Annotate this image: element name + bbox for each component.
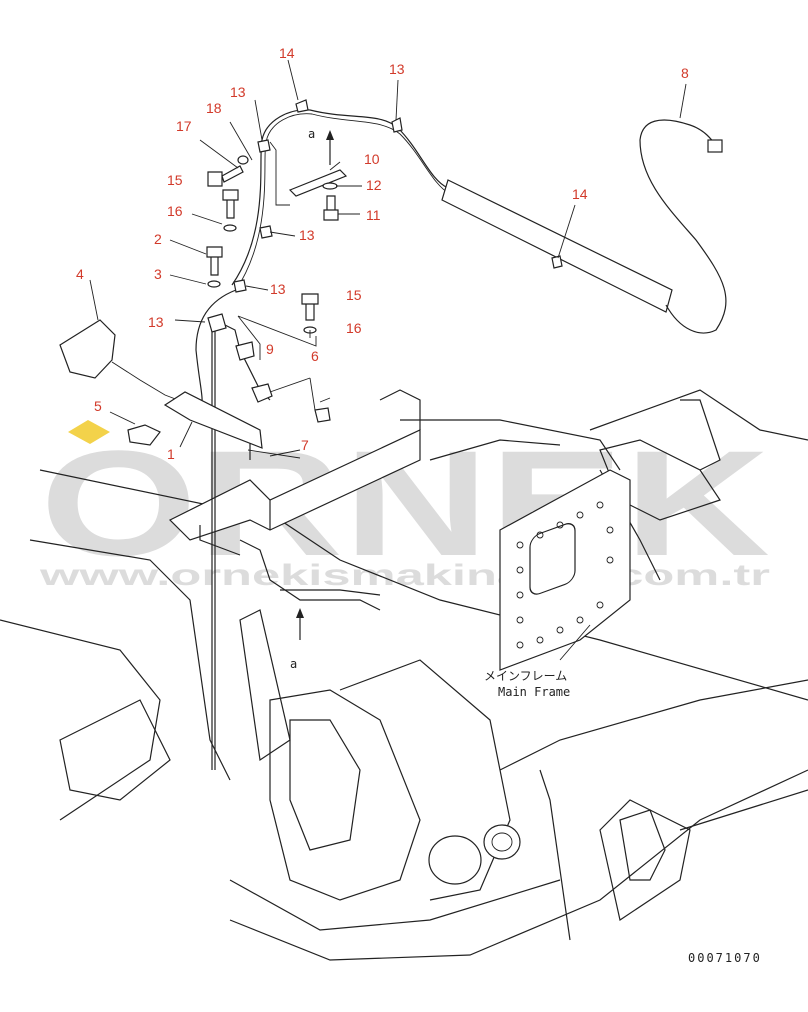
view-marker-top: a <box>308 127 315 141</box>
clamp-14-mid <box>259 225 273 239</box>
callout-15: 15 <box>346 287 362 303</box>
view-marker-bottom: a <box>290 657 297 671</box>
callout-12: 12 <box>366 177 382 193</box>
callouts: 14 13 8 13 18 17 10 12 15 14 11 16 13 2 … <box>76 45 689 462</box>
bracket-10 <box>288 169 348 197</box>
harness-cover <box>441 179 673 313</box>
clamp-13-mid <box>233 279 247 293</box>
callout-16: 16 <box>346 320 362 336</box>
main-frame-label: メインフレーム Main Frame <box>484 624 591 699</box>
clamp-13-cover <box>551 255 563 269</box>
pivot-bore <box>483 824 521 860</box>
washer-18 <box>237 155 249 165</box>
callout-13: 13 <box>270 281 286 297</box>
clamp-13-top <box>257 139 271 153</box>
bolt-15b <box>301 293 319 321</box>
clamp-14-top <box>295 99 309 113</box>
hardware <box>59 99 563 459</box>
leader-lines <box>89 59 687 640</box>
washer-12 <box>322 182 338 190</box>
view-marker-top-group: a <box>308 127 334 165</box>
clamp-13-right <box>391 117 403 133</box>
callout-13: 13 <box>230 84 246 100</box>
callout-8: 8 <box>681 65 689 81</box>
callout-3: 3 <box>154 266 162 282</box>
bolt-11 <box>323 195 339 221</box>
callout-16: 16 <box>167 203 183 219</box>
callout-13: 14 <box>572 186 588 202</box>
watermark-url: www.ornekismakinalari.com.tr <box>38 559 770 592</box>
callout-13: 13 <box>389 61 405 77</box>
bracket-1 <box>163 391 263 449</box>
callout-14: 13 <box>299 227 315 243</box>
clip-6 <box>251 383 273 403</box>
callout-5: 5 <box>94 398 102 414</box>
lamp-4 <box>59 319 116 379</box>
callout-10: 10 <box>364 151 380 167</box>
clip-7 <box>314 407 331 423</box>
bolt-15a <box>222 189 239 219</box>
connector-5 <box>127 424 161 446</box>
main-frame-label-japanese: メインフレーム <box>484 669 567 683</box>
callout-15: 15 <box>167 172 183 188</box>
clamp-13-left <box>207 313 227 333</box>
callout-6: 6 <box>311 348 319 364</box>
connector-8 <box>707 139 723 153</box>
view-marker-bottom-group: a <box>290 608 304 671</box>
callout-11: 11 <box>366 207 381 223</box>
pivot-boss <box>428 835 482 885</box>
callout-1: 1 <box>167 446 175 462</box>
callout-18: 18 <box>206 100 222 116</box>
main-frame-label-english: Main Frame <box>498 685 570 699</box>
callout-4: 4 <box>76 266 84 282</box>
watermark-swoosh <box>68 420 110 444</box>
main-frame-window <box>529 523 576 595</box>
callout-9: 9 <box>266 341 274 357</box>
callout-14: 14 <box>279 45 295 61</box>
drawing-number: 00071070 <box>688 951 762 965</box>
bolt-17 <box>207 165 244 187</box>
bolt-2 <box>206 246 223 276</box>
main-frame-drawing <box>0 389 808 961</box>
clip-9 <box>235 341 255 361</box>
callout-2: 2 <box>154 231 162 247</box>
washer-3 <box>207 280 221 288</box>
callout-13: 13 <box>148 314 164 330</box>
callout-17: 17 <box>176 118 192 134</box>
support-bracket <box>168 429 421 541</box>
washer-16a <box>223 224 237 232</box>
callout-7: 7 <box>301 437 309 453</box>
